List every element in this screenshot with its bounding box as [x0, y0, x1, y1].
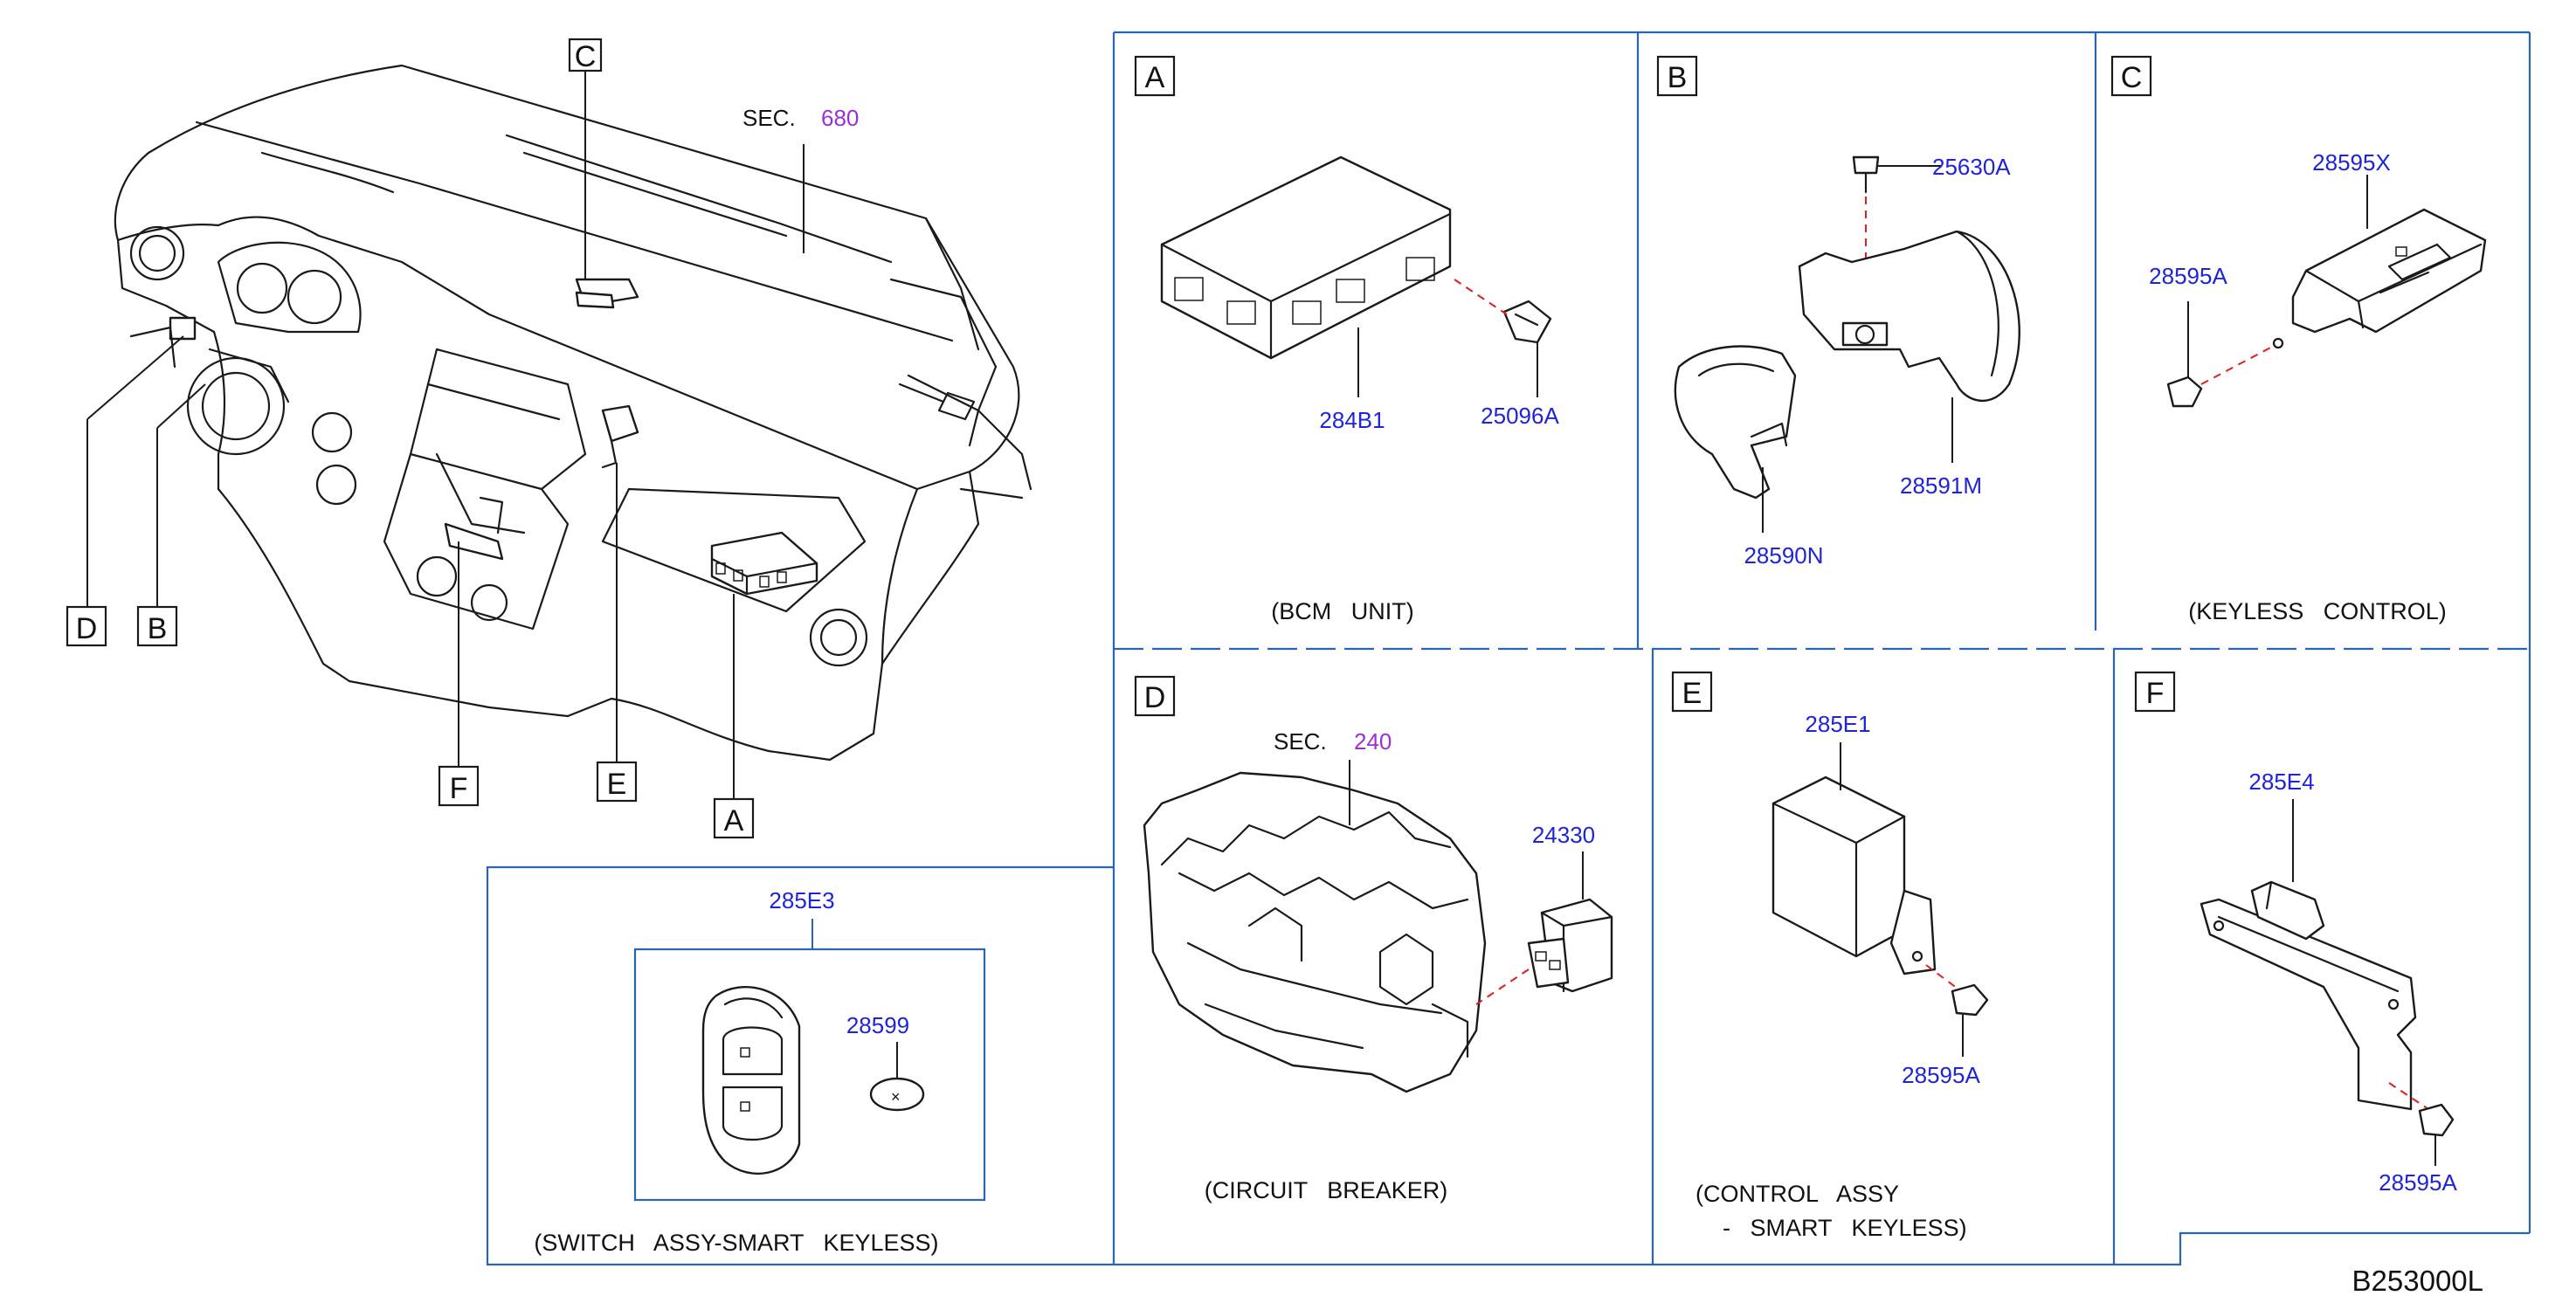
- part-28591m[interactable]: 28591M: [1900, 472, 1982, 499]
- panel-c-letter: C: [2121, 61, 2143, 94]
- bcm-unit-drawing: [1160, 155, 1552, 397]
- part-285e1[interactable]: 285E1: [1805, 711, 1870, 737]
- panel-b-letter: B: [1668, 61, 1688, 94]
- panel-e-caption-line2: - SMART KEYLESS): [1723, 1215, 1967, 1241]
- panel-a-letter: A: [1145, 61, 1165, 94]
- part-28599[interactable]: 28599: [846, 1012, 909, 1038]
- part-25096a[interactable]: 25096A: [1481, 403, 1559, 429]
- callout-b: B: [136, 605, 178, 647]
- panel-frames: [486, 31, 2531, 1266]
- panel-d-letter: D: [1144, 681, 1166, 714]
- callout-d-label: D: [76, 612, 98, 645]
- callout-e-label: E: [607, 768, 627, 801]
- panel-d-sec-prefix: SEC.: [1274, 728, 1327, 755]
- callout-b-label: B: [148, 612, 168, 645]
- panel-b: B 25630A 28591M 28590N: [1656, 55, 2020, 569]
- callout-d: D: [66, 605, 107, 647]
- panel-e-letter: E: [1682, 677, 1702, 710]
- switch-assy-caption: (SWITCH ASSY-SMART KEYLESS): [534, 1230, 938, 1256]
- callout-c: C: [568, 38, 603, 73]
- panel-a-caption: (BCM UNIT): [1271, 598, 1413, 624]
- panel-d-sec-number[interactable]: 240: [1354, 728, 1392, 755]
- instrument-panel-overview: [86, 64, 1032, 799]
- overview-sec-number[interactable]: 680: [821, 105, 859, 131]
- antenna-bracket-drawing: [2200, 799, 2455, 1166]
- panel-c: C 28595X 28595A (KEYLESS CONTROL): [2110, 55, 2487, 624]
- part-28595a-e[interactable]: 28595A: [1902, 1062, 1980, 1088]
- diagram-code: B253000L: [2352, 1265, 2483, 1296]
- part-28595x[interactable]: 28595X: [2312, 149, 2391, 176]
- overview-callouts: C D B F E A SEC. 680: [66, 38, 859, 839]
- callout-f: F: [438, 765, 480, 807]
- part-28590n[interactable]: 28590N: [1744, 542, 1823, 569]
- panel-f-letter: F: [2146, 677, 2165, 710]
- panel-f: F 285E4 28595A: [2134, 671, 2457, 1196]
- overview-sec-prefix: SEC.: [742, 105, 796, 131]
- callout-c-label: C: [575, 40, 597, 73]
- fuse-block-drawing: [1143, 760, 1613, 1093]
- part-284b1[interactable]: 284B1: [1319, 407, 1385, 433]
- panel-e-caption-line1: (CONTROL ASSY: [1695, 1181, 1899, 1207]
- intelligent-key-drawing: ×: [701, 985, 925, 1175]
- panel-c-caption: (KEYLESS CONTROL): [2188, 598, 2447, 624]
- panel-a: A 284B1 25096A (BCM UNIT): [1134, 55, 1559, 624]
- callout-a: A: [713, 797, 755, 839]
- panel-switch-assy: × 285E3 28599 (SWITCH ASSY-SMART KEYLESS…: [534, 887, 938, 1256]
- part-25630a[interactable]: 25630A: [1932, 154, 2011, 180]
- immobilizer-drawing: [1674, 155, 2020, 533]
- part-28595a-c[interactable]: 28595A: [2149, 263, 2227, 289]
- callout-a-label: A: [724, 804, 744, 838]
- part-28595a-f[interactable]: 28595A: [2379, 1169, 2457, 1196]
- part-24330[interactable]: 24330: [1532, 822, 1595, 848]
- callout-f-label: F: [450, 772, 468, 805]
- smart-keyless-unit-drawing: [1771, 742, 1989, 1057]
- part-285e4[interactable]: 285E4: [2248, 769, 2314, 795]
- part-285e3[interactable]: 285E3: [769, 887, 834, 913]
- panel-d: D SEC. 240 24330 (CIRCUIT BREAKER): [1134, 675, 1613, 1203]
- panel-d-caption: (CIRCUIT BREAKER): [1205, 1177, 1448, 1203]
- panel-e: E 285E1 28595A (CONTROL ASSY - SMART KEY…: [1671, 671, 1989, 1241]
- battery-mark: ×: [891, 1088, 901, 1106]
- callout-e: E: [596, 761, 638, 803]
- keyless-control-drawing: [2166, 175, 2487, 408]
